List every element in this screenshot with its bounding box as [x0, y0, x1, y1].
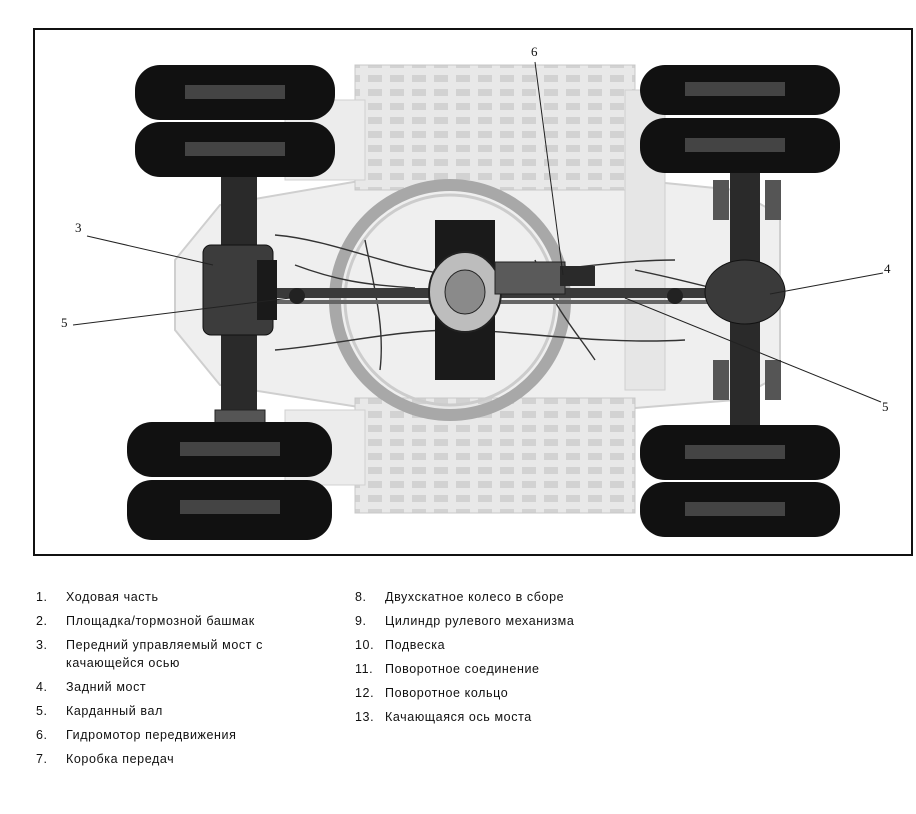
callout-5-left: 5 — [61, 315, 68, 330]
legend-item-1: 1. Ходовая часть — [36, 588, 336, 606]
legend-text: Поворотное кольцо — [385, 686, 509, 700]
legend-item-2: 2. Площадка/тормозной башмак — [36, 612, 336, 630]
legend-number: 1. — [36, 590, 48, 604]
wheel-rear-left — [127, 422, 332, 540]
leader-lines — [72, 61, 884, 403]
rear-axle — [704, 140, 786, 440]
legend-item-11: 11. Поворотное соединение — [355, 660, 675, 678]
legend-number: 4. — [36, 680, 48, 694]
callout-5-right: 5 — [882, 399, 889, 414]
legend-item-5: 5. Карданный вал — [36, 702, 336, 720]
legend-text: Коробка передач — [66, 752, 175, 766]
legend-text: Гидромотор передвижения — [66, 728, 237, 742]
legend-number: 11. — [355, 662, 374, 676]
dual-wheels — [127, 65, 840, 540]
legend-text: Ходовая часть — [66, 590, 159, 604]
legend-number: 3. — [36, 638, 48, 652]
leader-6 — [534, 61, 564, 276]
legend-text: Задний мост — [66, 680, 147, 694]
legend-item-6: 6. Гидромотор передвижения — [36, 726, 336, 744]
legend-number: 10. — [355, 638, 375, 652]
callout-3: 3 — [75, 220, 82, 235]
legend-text: Поворотное соединение — [385, 662, 540, 676]
legend-left-column: 1. Ходовая часть 2. Площадка/тормозной б… — [36, 588, 336, 774]
legend-text: Карданный вал — [66, 704, 163, 718]
legend-item-9: 9. Цилиндр рулевого механизма — [355, 612, 675, 630]
wheel-front-right — [640, 65, 840, 173]
legend-number: 9. — [355, 614, 367, 628]
legend-item-7: 7. Коробка передач — [36, 750, 336, 768]
legend-text: Передний управляемый мост с качающейся о… — [66, 638, 263, 670]
legend-item-13: 13. Качающаяся ось моста — [355, 708, 675, 726]
legend-text: Цилиндр рулевого механизма — [385, 614, 575, 628]
legend-item-3: 3. Передний управляемый мост с качающейс… — [36, 636, 336, 672]
leader-5b — [624, 297, 882, 403]
legend-right-column: 8. Двухскатное колесо в сборе 9. Цилиндр… — [355, 588, 675, 732]
leader-4 — [769, 272, 884, 295]
legend-item-12: 12. Поворотное кольцо — [355, 684, 675, 702]
legend-text: Подвеска — [385, 638, 446, 652]
legend-item-8: 8. Двухскатное колесо в сборе — [355, 588, 675, 606]
callout-6: 6 — [531, 44, 538, 59]
legend-number: 7. — [36, 752, 48, 766]
legend-item-4: 4. Задний мост — [36, 678, 336, 696]
legend-text: Площадка/тормозной башмак — [66, 614, 255, 628]
legend-item-10: 10. Подвеска — [355, 636, 675, 654]
legend-number: 5. — [36, 704, 48, 718]
leader-3 — [86, 235, 214, 266]
callout-4: 4 — [884, 261, 891, 276]
travel-motor — [428, 220, 595, 380]
chassis-figure: 6 3 5 4 5 — [33, 28, 913, 556]
legend-text: Двухскатное колесо в сборе — [385, 590, 565, 604]
legend-number: 2. — [36, 614, 48, 628]
legend-number: 12. — [355, 686, 375, 700]
chassis-illustration — [72, 61, 884, 540]
front-axle — [202, 140, 277, 441]
legend-number: 13. — [355, 710, 375, 724]
legend-number: 6. — [36, 728, 48, 742]
wheel-rear-right — [640, 425, 840, 537]
leader-5a — [72, 297, 291, 326]
wheel-front-left — [135, 65, 335, 177]
legend-text: Качающаяся ось моста — [385, 710, 532, 724]
legend-number: 8. — [355, 590, 367, 604]
